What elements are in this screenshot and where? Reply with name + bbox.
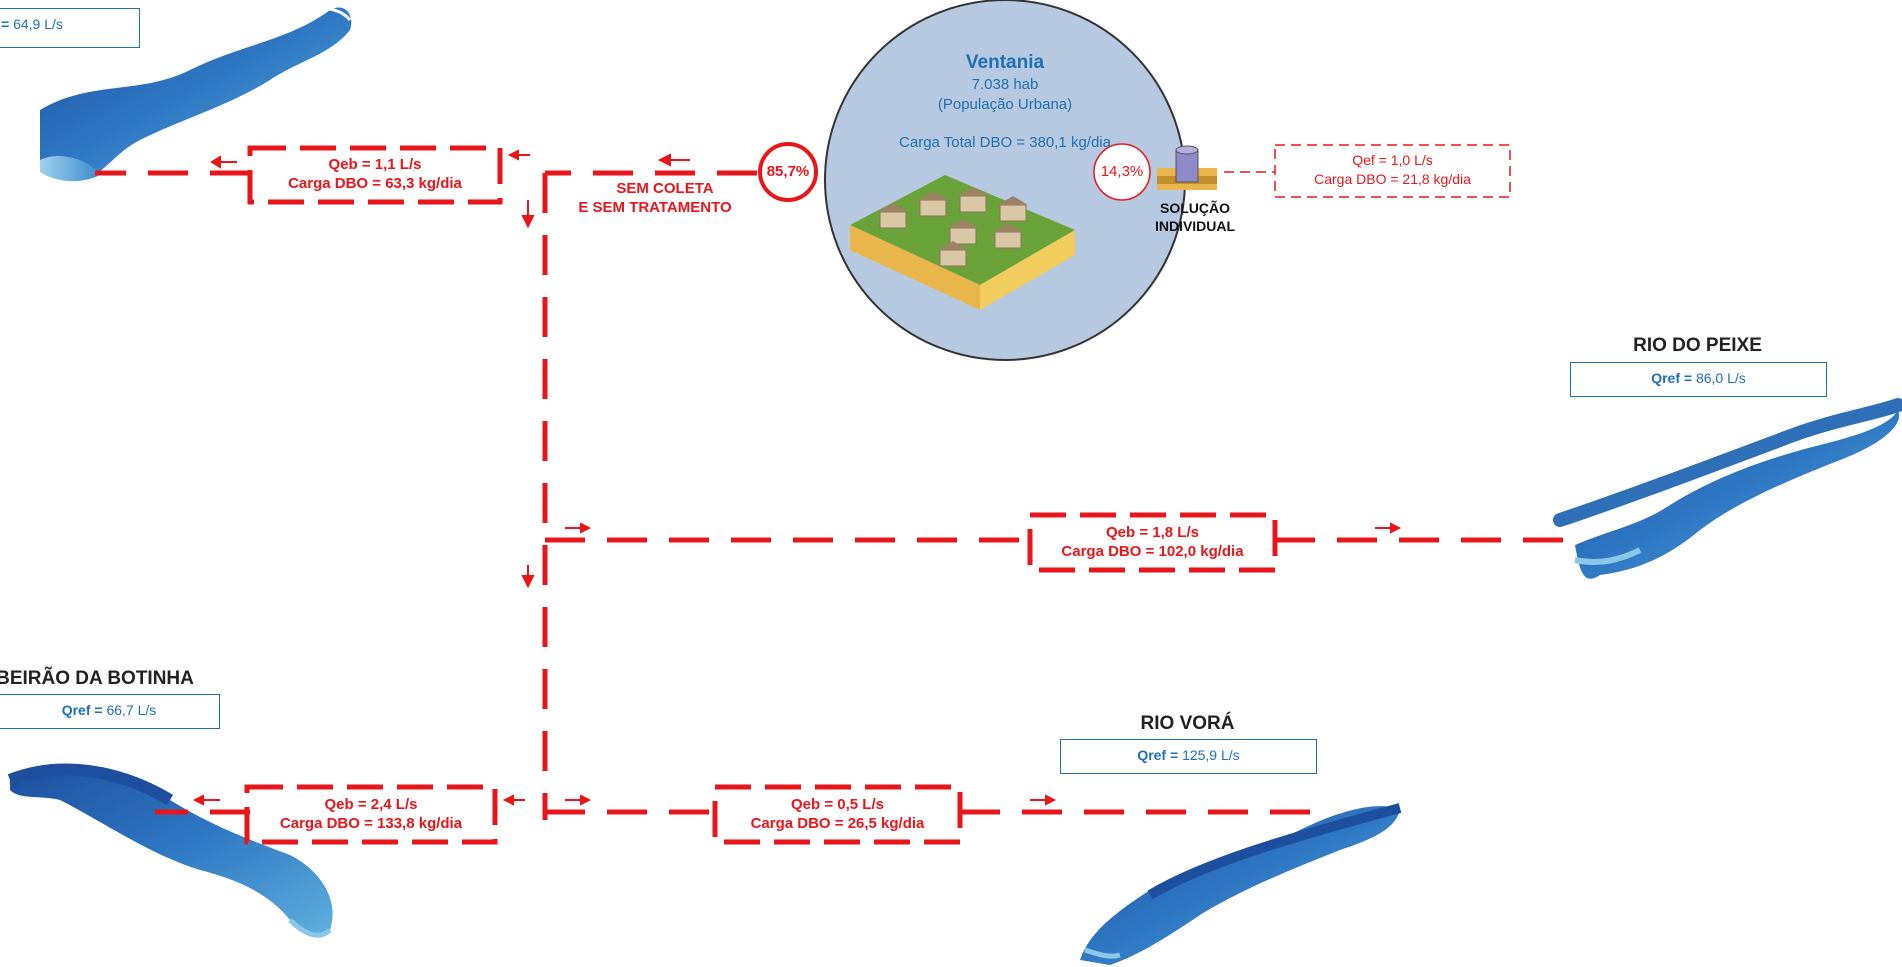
discharge-flow: Qeb = 0,5 L/s (791, 796, 884, 813)
untreated-label-line2: E SEM TRATAMENTO (578, 199, 732, 216)
individual-percent: 14,3% (1100, 163, 1144, 180)
discharge-label: Qeb = 1,8 L/s Carga DBO = 102,0 kg/dia (1030, 523, 1275, 561)
qref-value: 64,9 L/s (13, 16, 63, 32)
individual-load: Carga DBO = 21,8 kg/dia (1314, 171, 1471, 187)
river-name: BEIRÃO DA BOTINHA (0, 668, 194, 689)
discharge-boxes (244, 145, 1278, 845)
qref-value: 125,9 L/s (1182, 747, 1240, 763)
untreated-percent-circle (758, 142, 818, 202)
discharge-flow: Qeb = 1,8 L/s (1106, 524, 1199, 541)
discharge-load: Carga DBO = 63,3 kg/dia (288, 175, 462, 192)
individual-label-line2: INDIVIDUAL (1154, 218, 1236, 234)
river-name: RIO VORÁ (1140, 713, 1235, 734)
river-info-box: Qref = 86,0 L/s (1570, 362, 1827, 397)
qref-value: 86,0 L/s (1695, 370, 1746, 386)
flow-arrows (192, 149, 1402, 806)
discharge-load: Carga DBO = 26,5 kg/dia (750, 815, 925, 832)
city-total-load: Carga Total DBO = 380,1 kg/dia (899, 134, 1111, 151)
discharge-label: Qeb = 2,4 L/s Carga DBO = 133,8 kg/dia (247, 795, 495, 833)
city-population: 7.038 hab (971, 76, 1039, 93)
individual-label-line1: SOLUÇÃO (1160, 200, 1230, 216)
city-illustration (850, 175, 1075, 310)
river-info-box: Qref = 66,7 L/s (0, 694, 220, 729)
river-top-left (40, 6, 352, 182)
qref-label: Qref = (1651, 370, 1693, 386)
discharge-load: Carga DBO = 133,8 kg/dia (279, 815, 463, 832)
individual-percent-circle (1093, 143, 1151, 201)
septic-tank-icon (1157, 145, 1217, 190)
river-rio-vora (1080, 803, 1402, 965)
qref-label: Qref = (61, 702, 103, 718)
river-info-box: Qref = 125,9 L/s (1060, 739, 1317, 774)
discharge-label: Qeb = 0,5 L/s Carga DBO = 26,5 kg/dia (715, 795, 960, 833)
discharge-label: Qeb = 1,1 L/s Carga DBO = 63,3 kg/dia (250, 155, 500, 193)
river-ribeirao-da-botinha (7, 763, 333, 938)
discharge-flow: Qeb = 1,1 L/s (328, 156, 422, 173)
flow-lines (95, 170, 1580, 820)
untreated-percent: 85,7% (766, 163, 810, 180)
individual-discharge-box (1274, 144, 1511, 198)
qref-label: Qref = (1137, 747, 1179, 763)
individual-flow: Qef = 1,0 L/s (1352, 152, 1433, 168)
untreated-label-line1: SEM COLETA (616, 180, 714, 197)
river-rio-do-peixe (1553, 398, 1902, 579)
river-info-box: = 64,9 L/s (0, 8, 140, 48)
river-name: RIO DO PEIXE (1633, 335, 1762, 356)
qref-value: 66,7 L/s (106, 702, 157, 718)
discharge-flow: Qeb = 2,4 L/s (324, 796, 418, 813)
qref-label: = (1, 16, 14, 32)
city-name: Ventania (965, 52, 1045, 73)
discharge-load: Carga DBO = 102,0 kg/dia (1061, 543, 1244, 560)
city-population-type: (População Urbana) (937, 96, 1073, 113)
